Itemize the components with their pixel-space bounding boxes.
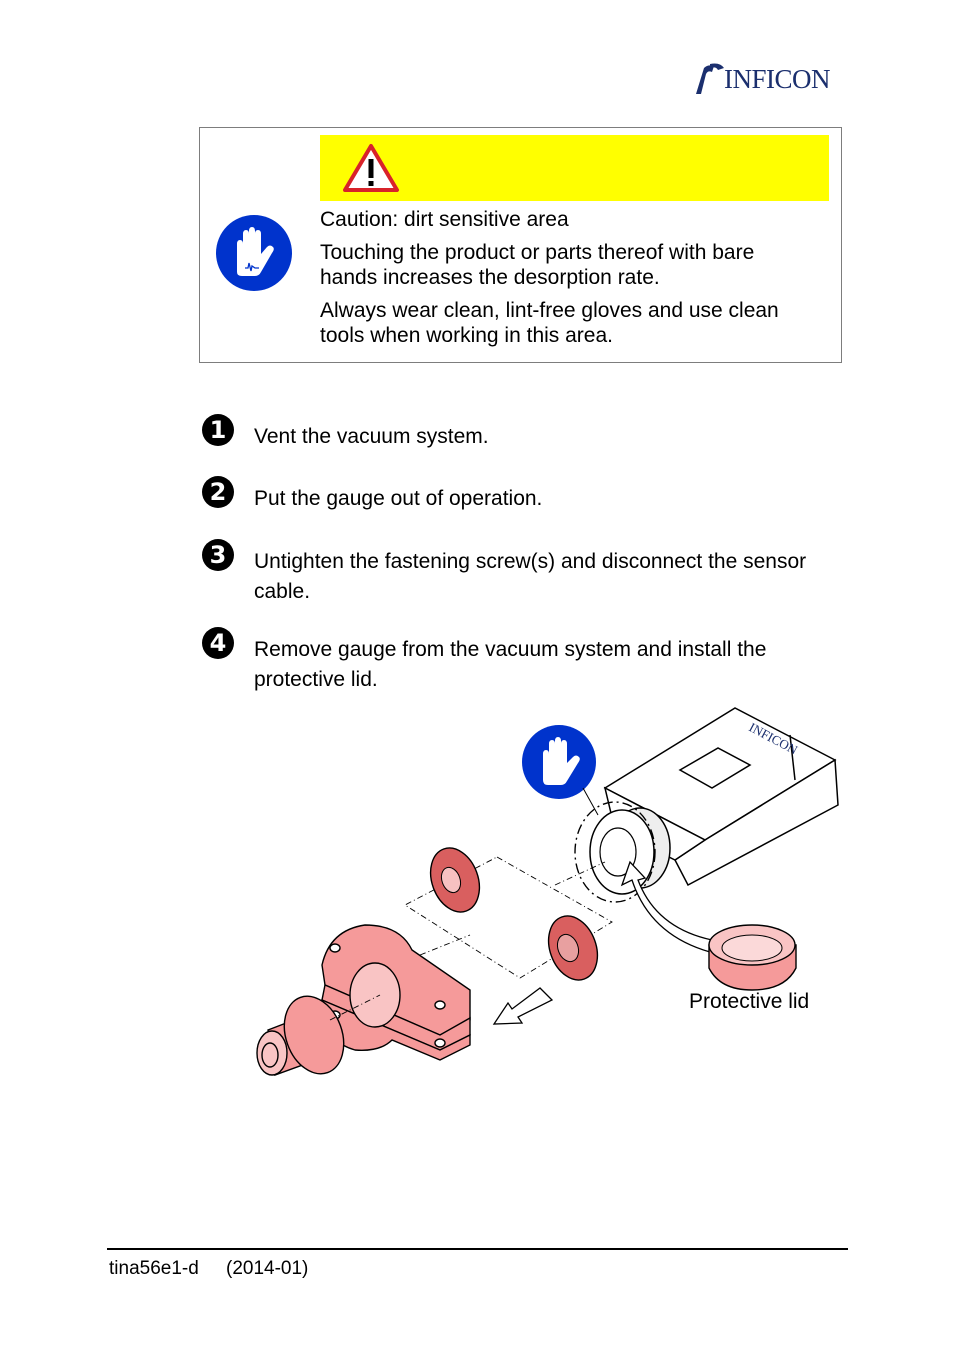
step-3-number: 3: [202, 539, 234, 571]
step-2-text: Put the gauge out of operation.: [254, 487, 543, 510]
caution-para1-line1: Touching the product or parts thereof wi…: [320, 241, 755, 264]
caution-box: [199, 127, 842, 363]
gauge-removal-illustration: INFICON: [256, 707, 839, 1076]
footer-rule: [107, 1248, 848, 1250]
step-1-text: Vent the vacuum system.: [254, 425, 489, 448]
protective-lid-label: Protective lid: [689, 990, 810, 1013]
step-4-text-line2: protective lid.: [254, 668, 378, 691]
centering-ring-lower: [547, 915, 599, 981]
step-2-number: 2: [202, 476, 234, 508]
document-date: (2014-01): [226, 1258, 309, 1279]
vacuum-pipe-flange: [256, 995, 345, 1076]
step-1-number: 1: [202, 414, 234, 446]
gauge-flange: [574, 801, 671, 903]
caution-para1-line2: hands increases the desorption rate.: [320, 266, 660, 289]
caution-para2-line2: tools when working in this area.: [320, 324, 613, 347]
glove-hand-icon: [216, 215, 292, 291]
step-4-text-line1: Remove gauge from the vacuum system and …: [254, 638, 767, 661]
warning-band: [320, 135, 829, 201]
document-id: tina56e1-d: [109, 1258, 199, 1279]
protective-lid: [708, 924, 797, 991]
step-4-number: 4: [202, 627, 234, 659]
clamp: [321, 924, 471, 1061]
direction-arrow-icon: [492, 987, 554, 1025]
warning-triangle-icon: [343, 144, 399, 192]
step-3-text-line2: cable.: [254, 580, 311, 603]
step-3-text-line1: Untighten the fastening screw(s) and dis…: [254, 550, 807, 573]
centering-ring-upper: [429, 847, 481, 913]
glove-hand-icon-small: [522, 725, 596, 799]
inficon-logo-text: INFICON: [724, 64, 831, 94]
caution-title: Caution: dirt sensitive area: [320, 208, 569, 231]
inficon-logo: [696, 63, 724, 94]
caution-para2-line1: Always wear clean, lint-free gloves and …: [320, 299, 779, 322]
